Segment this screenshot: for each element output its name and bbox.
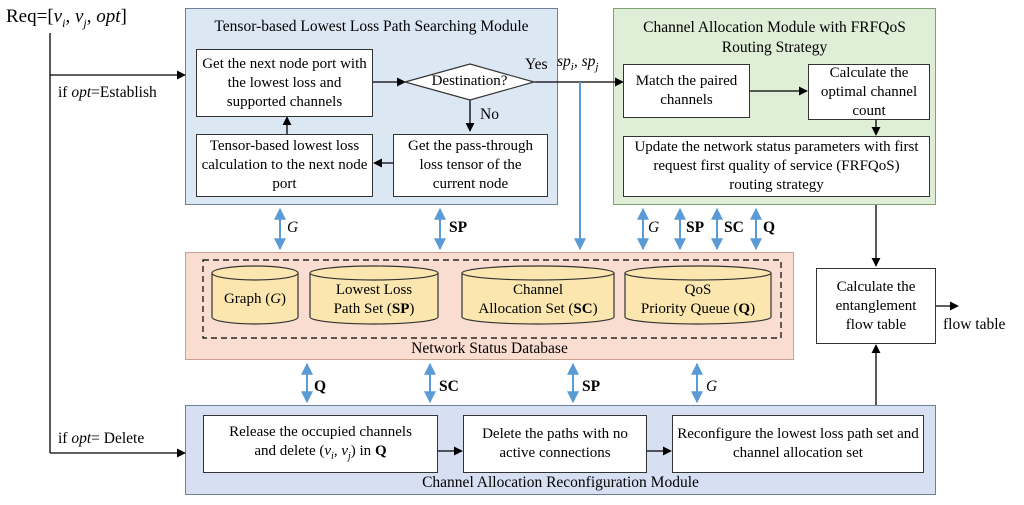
no-label: No xyxy=(480,106,499,123)
channel-allocation-set-cylinder xyxy=(461,265,615,325)
edge-label-sc-lower: SC xyxy=(439,378,459,395)
lowest-loss-path-set-label: Lowest Loss Path Set (SP) xyxy=(333,282,415,317)
graph-label: Graph (G) xyxy=(223,291,287,307)
lowest-loss-path-set-cylinder xyxy=(309,265,439,325)
tensor-module-title: Tensor-based Lowest Loss Path Searching … xyxy=(214,18,529,35)
edge-label-g-upper: G xyxy=(287,219,299,236)
flow-table-output-label: flow table xyxy=(943,316,1006,333)
edge-label-sp-channel: SP xyxy=(686,219,705,236)
delete-paths-box: Delete the paths with no active connecti… xyxy=(463,415,647,473)
update-status-box: Update the network status parameters wit… xyxy=(623,136,930,197)
qos-priority-queue-cylinder xyxy=(624,265,772,325)
path-pair-label: spi, spj xyxy=(557,53,599,74)
edge-label-g-channel: G xyxy=(648,219,660,236)
destination-diamond xyxy=(402,63,537,101)
graph-cylinder xyxy=(211,265,299,325)
edge-label-sp-upper: SP xyxy=(449,219,468,236)
request-label: Req=[vi, vj, opt] xyxy=(6,6,127,30)
database-title: Network Status Database xyxy=(411,340,568,357)
pass-through-loss-box: Get the pass-through loss tensor of the … xyxy=(393,134,548,197)
channel-allocation-set-label: Channel Allocation Set (SC) xyxy=(478,282,598,317)
yes-label: Yes xyxy=(525,56,548,73)
edge-label-g-lower: G xyxy=(706,378,718,395)
edge-label-sc-channel: SC xyxy=(724,219,744,236)
edge-label-q-channel: Q xyxy=(763,219,776,236)
qos-priority-queue-label: QoS Priority Queue (Q) xyxy=(640,282,756,317)
release-channels-box: Release the occupied channels and delete… xyxy=(203,415,438,473)
destination-label: Destination? xyxy=(431,73,508,89)
reconfigure-sets-box: Reconfigure the lowest loss path set and… xyxy=(672,415,924,473)
establish-condition: if opt=Establish xyxy=(58,84,157,101)
match-channels-box: Match the paired channels xyxy=(623,64,750,118)
edge-label-q-lower: Q xyxy=(314,378,327,395)
entanglement-flow-table-box: Calculate the entanglement flow table xyxy=(816,268,936,344)
edge-label-sp-lower: SP xyxy=(582,378,601,395)
delete-condition: if opt= Delete xyxy=(58,430,145,447)
next-node-box: Get the next node port with the lowest l… xyxy=(196,49,373,117)
optimal-channel-count-box: Calculate the optimal channel count xyxy=(808,64,930,120)
loss-calculation-box: Tensor-based lowest loss calculation to … xyxy=(196,134,373,197)
reconfiguration-module-title: Channel Allocation Reconfiguration Modul… xyxy=(422,474,699,491)
